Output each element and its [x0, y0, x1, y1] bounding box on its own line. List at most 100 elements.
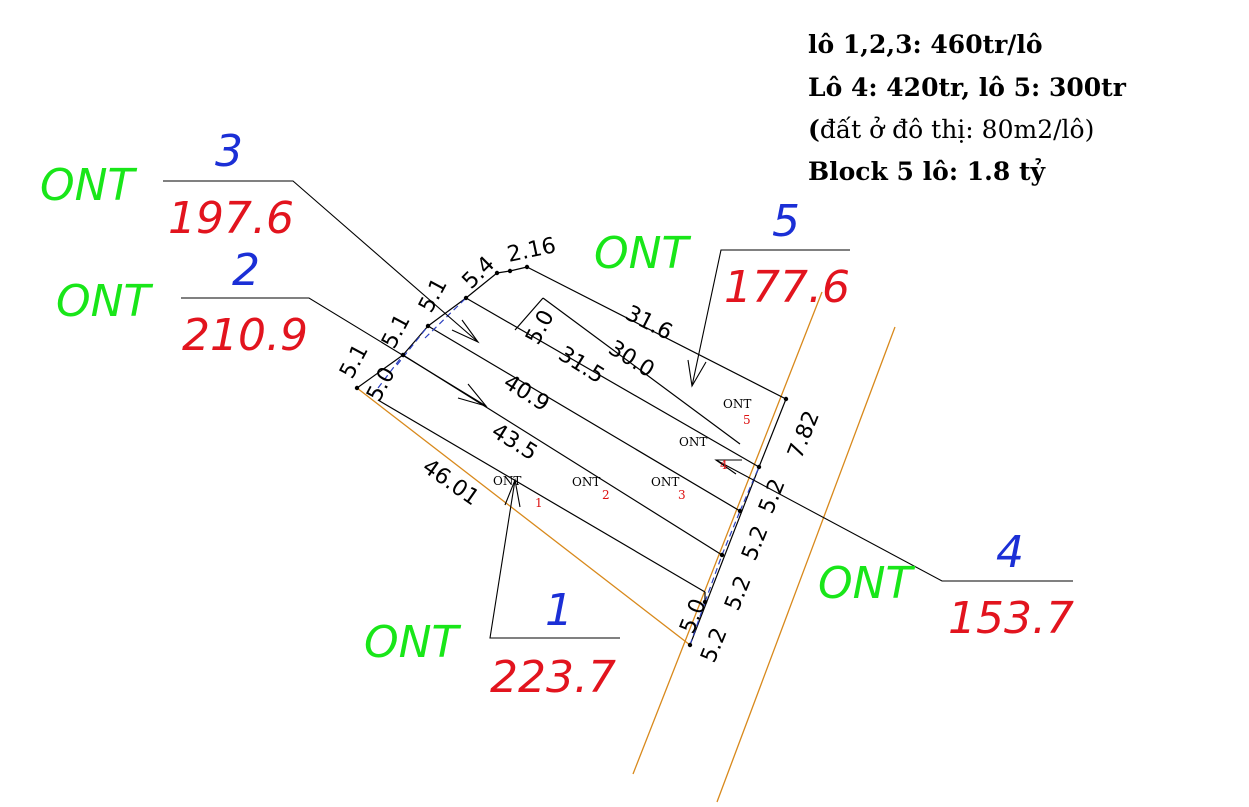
dashed-line-2	[396, 325, 429, 366]
dim-side-31-5: 31.5	[554, 342, 609, 389]
lot-type-label: ONT	[493, 474, 521, 488]
callout-number: 4	[996, 527, 1024, 578]
dim-side-46: 46.01	[418, 454, 484, 511]
dim-front-top-b: 2.16	[505, 233, 558, 268]
road-boundaries	[356, 291, 896, 803]
road-edge-right	[716, 326, 896, 803]
survey-point	[783, 396, 789, 402]
survey-point	[494, 270, 500, 276]
dashed-line-4	[689, 601, 706, 646]
callout-type: ONT	[40, 160, 138, 211]
lot-line-15	[514, 297, 544, 331]
leader-lot-1	[489, 479, 620, 639]
dashed-line-1	[371, 354, 404, 397]
lot-line-14	[465, 297, 760, 468]
dashed-line-6	[721, 510, 741, 556]
lot-front-edge	[356, 387, 691, 646]
dim-front-left-c: 5.1	[414, 274, 453, 317]
dim-side-31-6: 31.6	[621, 301, 676, 346]
dim-side-40: 40.9	[499, 370, 554, 417]
dim-side-43: 43.5	[487, 419, 542, 466]
block-price-note: Block 5 lô: 1.8 tỷ	[808, 157, 1046, 186]
lot-dashed-lines	[371, 297, 760, 646]
lot-line-4	[465, 272, 498, 299]
lot-line-10	[377, 399, 706, 593]
survey-point	[354, 385, 360, 391]
dim-front-left-a: 5.1	[335, 340, 374, 383]
callout-number: 3	[215, 126, 243, 177]
leader-lot-4	[715, 459, 1073, 582]
callout-number: 5	[772, 196, 800, 247]
survey-point	[702, 599, 708, 605]
survey-points	[354, 264, 789, 648]
dim-back-5-2-a: 5.2	[754, 475, 790, 517]
callout-area: 153.7	[948, 593, 1074, 644]
callout-type: ONT	[56, 276, 154, 327]
leader-lot-2-arrow	[457, 383, 488, 408]
callout-lot-4: ONT 4 153.7	[818, 527, 1074, 644]
dashed-line-5	[704, 554, 723, 603]
callout-type: ONT	[818, 558, 916, 609]
leader-lot-4-arrow	[714, 459, 742, 475]
callout-lot-2: ONT 2 210.9	[56, 245, 308, 361]
survey-point	[463, 295, 469, 301]
zoning-note-paren: (	[808, 115, 820, 144]
dim-inner-a: 5.0	[362, 363, 401, 406]
dim-back-5-2-d: 5.2	[696, 624, 732, 666]
callout-type: ONT	[364, 617, 462, 668]
callout-area: 210.9	[182, 310, 308, 361]
callout-area: 197.6	[168, 193, 294, 244]
leader-lot-5-arrow	[687, 359, 707, 388]
dim-back-5-2-b: 5.2	[737, 522, 773, 564]
lot-line-16	[542, 297, 741, 445]
lot-type-label: ONT	[651, 475, 679, 489]
lot-number-label: 1	[535, 496, 543, 510]
lot-line-1	[356, 354, 404, 389]
lot-number-label: 4	[720, 458, 728, 472]
callout-leaders	[163, 180, 1073, 639]
survey-point	[756, 464, 762, 470]
lot-number-label: 3	[678, 488, 686, 502]
dim-inner-b: 5.0	[521, 306, 560, 349]
lot-number-label: 5	[743, 413, 751, 427]
callout-number: 2	[232, 245, 260, 296]
callout-number: 1	[545, 585, 573, 636]
survey-point	[425, 323, 431, 329]
road-edge-left	[632, 291, 823, 775]
dim-side-30: 30.0	[604, 336, 659, 383]
survey-point	[737, 508, 743, 514]
callout-lot-3: ONT 3 197.6	[40, 126, 294, 244]
dim-back-7-82: 7.82	[783, 407, 825, 462]
callout-lot-5: ONT 5 177.6	[594, 196, 850, 313]
dashed-line-7	[739, 466, 760, 512]
lot-line-9	[689, 466, 760, 646]
callout-area: 223.7	[490, 652, 616, 703]
lot-labels: ONT 1 ONT 2 ONT 3 ONT 4 ONT 5	[493, 397, 751, 510]
survey-point	[507, 268, 513, 274]
callout-lot-1: ONT 1 223.7	[364, 585, 616, 703]
price-note-lots-1-2-3: lô 1,2,3: 460tr/lô	[808, 30, 1043, 59]
callout-type: ONT	[594, 228, 692, 279]
lot-type-label: ONT	[679, 435, 707, 449]
lot-type-label: ONT	[723, 397, 751, 411]
leader-lot-5	[691, 249, 850, 387]
lot-line-8	[758, 398, 787, 468]
zoning-note-text: đất ở đô thị: 80m2/lô)	[819, 115, 1095, 144]
leader-lot-2	[181, 297, 487, 407]
survey-point	[687, 642, 693, 648]
leader-lot-1-arrow	[504, 478, 521, 508]
callout-area: 177.6	[724, 262, 850, 313]
lot-line-6	[509, 266, 528, 272]
survey-point	[524, 264, 530, 270]
lot-line-3	[427, 297, 467, 327]
lot-number-label: 2	[602, 488, 610, 502]
lot-type-label: ONT	[572, 475, 600, 489]
zoning-note: (đất ở đô thị: 80m2/lô)	[808, 115, 1094, 144]
lot-line-7	[526, 266, 787, 400]
dim-back-5-2-c: 5.2	[720, 572, 756, 614]
dim-front-top: 5.4	[458, 252, 500, 294]
leader-lot-3	[163, 180, 479, 343]
price-note-lots-4-5: Lô 4: 420tr, lô 5: 300tr	[808, 73, 1126, 102]
leader-lot-3-arrow	[451, 319, 480, 344]
